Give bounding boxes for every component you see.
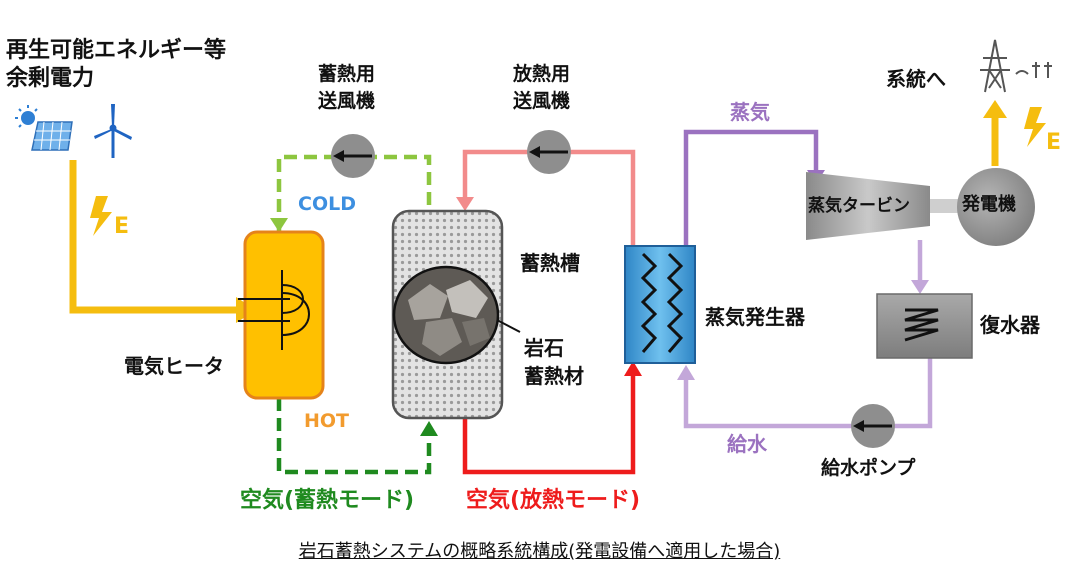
solar-panel-icon (15, 105, 73, 151)
transmission-tower-icon (980, 39, 1052, 93)
generator (957, 168, 1035, 246)
wind-turbine-icon (94, 104, 132, 158)
figure-caption: 岩石蓄熱システムの概略系統構成(発電設備へ適用した場合) (0, 537, 1079, 563)
electricity-icon-right (1024, 107, 1046, 147)
grid-label: 系統へ (886, 67, 946, 91)
source-label-line1: 再生可能エネルギー等 (6, 38, 227, 63)
steam-label: 蒸気 (730, 100, 770, 124)
charge-fan-label-line1: 蓄熱用 (318, 63, 376, 85)
feedwater-label: 給水 (727, 432, 767, 456)
condenser-label: 復水器 (980, 313, 1040, 337)
discharge-fan-label-line2: 送風機 (513, 90, 571, 112)
discharge-mode-label: 空気(放熱モード) (466, 488, 641, 513)
rock-media-inset (392, 265, 500, 365)
turbine-label: 蒸気タービン (808, 196, 910, 216)
heater-label: 電気ヒータ (124, 354, 224, 378)
charge-fan-label-line2: 送風機 (318, 90, 376, 112)
electricity-icon-left (90, 196, 112, 236)
rock-media-label-line1: 岩石 (524, 336, 564, 360)
discharge-fan[interactable] (527, 130, 571, 174)
rock-media-label-line2: 蓄熱材 (524, 364, 584, 388)
power-input-line (69, 160, 256, 323)
hot-label: HOT (304, 410, 350, 432)
tank-label: 蓄熱槽 (520, 251, 580, 275)
source-label-line2: 余剰電力 (6, 66, 95, 91)
steam-cycle (677, 129, 933, 429)
electric-heater (238, 230, 325, 400)
charge-fan[interactable] (331, 134, 375, 178)
charge-mode-label: 空気(蓄熱モード) (240, 488, 415, 513)
steam-generator (624, 245, 696, 364)
feedwater-pump[interactable] (851, 404, 895, 448)
cold-label: COLD (298, 193, 356, 215)
caption-text: 岩石蓄熱システムの概略系統構成(発電設備へ適用した場合) (298, 541, 781, 562)
grid-e-mark: E (1046, 130, 1062, 155)
power-output-line (983, 100, 1007, 166)
generator-label: 発電機 (962, 194, 1016, 215)
steam-generator-label: 蒸気発生器 (705, 305, 805, 329)
source-e-mark: E (114, 214, 130, 239)
condenser (876, 293, 973, 359)
steam-turbine (806, 172, 960, 240)
feedwater-pump-label: 給水ポンプ (821, 457, 916, 479)
storage-tank (391, 209, 521, 420)
discharge-fan-label-line1: 放熱用 (513, 63, 571, 85)
